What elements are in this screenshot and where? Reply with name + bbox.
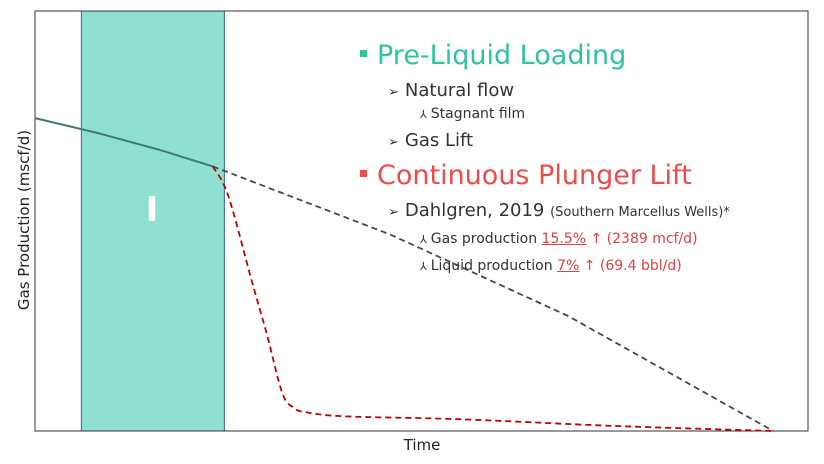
series-extrapolated-decline — [212, 165, 774, 432]
heading-pre-liquid-loading: Pre-Liquid Loading — [360, 40, 626, 71]
series-plunger-lift-decline — [211, 165, 774, 432]
square-bullet-icon — [360, 170, 367, 177]
arrow-bullet-icon: ➢ — [388, 135, 399, 150]
subitem-gas-production: ⅄Gas production 15.5% ↑ (2389 mcf/d) — [420, 231, 698, 247]
zone-i-label: I — [145, 190, 159, 230]
subitem-label: Gas production — [430, 231, 538, 247]
item-text: Natural flow — [404, 80, 515, 101]
arrow-bullet-icon: ➢ — [388, 205, 399, 220]
subitem-value: 15.5% — [541, 231, 587, 247]
y-axis-title: Gas Production (mscf/d) — [15, 129, 33, 311]
subitem-liquid-production: ⅄Liquid production 7% ↑ (69.4 bbl/d) — [420, 258, 682, 274]
sub-bullet-icon: ⅄ — [420, 233, 427, 246]
plot-frame — [34, 10, 809, 432]
heading-text: Pre-Liquid Loading — [377, 40, 627, 71]
item-text: Dahlgren, 2019 — [404, 200, 545, 221]
sub-bullet-icon: ⅄ — [420, 260, 427, 273]
subitem-value: 7% — [557, 258, 580, 274]
sub-bullet-icon: ⅄ — [420, 108, 427, 121]
heading-text: Continuous Plunger Lift — [377, 160, 692, 191]
zone-i-band — [80, 10, 225, 432]
subitem-detail: ↑ (2389 mcf/d) — [590, 231, 698, 247]
item-note: (Southern Marcellus Wells)* — [550, 205, 730, 220]
series-layer — [34, 117, 774, 432]
item-gas-lift: ➢ Gas Lift — [388, 130, 473, 151]
subitem-text: Stagnant film — [430, 106, 526, 122]
arrow-bullet-icon: ➢ — [388, 85, 399, 100]
x-axis-title: Time — [403, 436, 441, 454]
item-natural-flow: ➢ Natural flow — [388, 80, 514, 101]
subitem-detail: ↑ (69.4 bbl/d) — [583, 258, 682, 274]
item-dahlgren: ➢ Dahlgren, 2019 (Southern Marcellus Well… — [388, 200, 730, 221]
subitem-stagnant-film: ⅄Stagnant film — [420, 106, 525, 122]
square-bullet-icon — [360, 50, 367, 57]
subitem-label: Liquid production — [430, 258, 553, 274]
series-natural-decline — [34, 117, 214, 168]
item-text: Gas Lift — [404, 130, 474, 151]
heading-continuous-plunger-lift: Continuous Plunger Lift — [360, 160, 692, 191]
